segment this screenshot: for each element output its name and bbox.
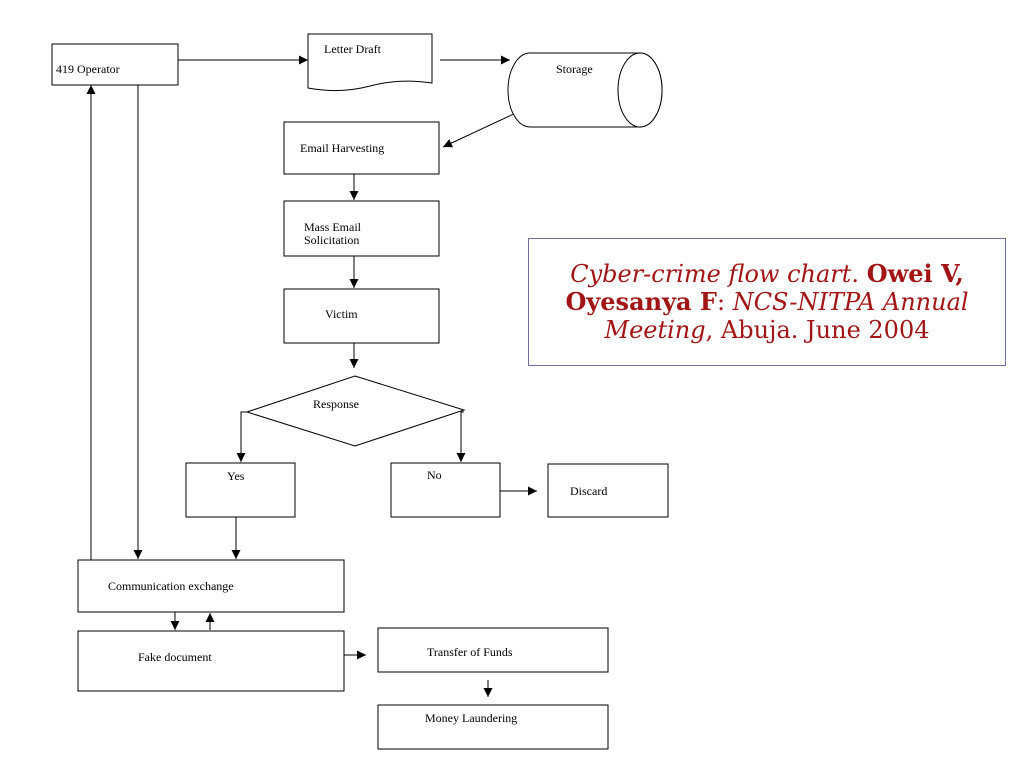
node-letter-draft-label: Letter Draft bbox=[324, 42, 382, 56]
node-transfer-of-funds: Transfer of Funds bbox=[377, 627, 609, 673]
node-yes-label: Yes bbox=[227, 469, 245, 483]
node-yes: Yes bbox=[185, 462, 296, 518]
node-storage: Storage bbox=[507, 52, 663, 128]
caption-part1: Cyber-crime flow chart bbox=[570, 260, 852, 288]
node-fake-document: Fake document bbox=[77, 630, 345, 692]
node-storage-label: Storage bbox=[556, 62, 593, 76]
node-419-operator-label: 419 Operator bbox=[56, 62, 120, 76]
node-419-operator: 419 Operator bbox=[51, 43, 179, 86]
node-email-harvesting-label: Email Harvesting bbox=[300, 141, 384, 155]
caption-authors: Owei V, Oyesanya F bbox=[565, 259, 964, 316]
node-mass-email-label-line1: Mass Email bbox=[304, 220, 362, 234]
node-response-label: Response bbox=[313, 397, 359, 411]
node-money-laundering-label: Money Laundering bbox=[425, 711, 517, 725]
node-discard: Discard bbox=[547, 463, 669, 518]
node-victim-label: Victim bbox=[325, 307, 358, 321]
node-email-harvesting: Email Harvesting bbox=[283, 121, 440, 175]
node-response-decision: Response bbox=[245, 375, 466, 447]
node-no: No bbox=[390, 462, 501, 518]
caption-part4: : bbox=[716, 288, 733, 316]
node-discard-label: Discard bbox=[570, 484, 607, 498]
caption-venue: NCS-NITPA Annual Meeting bbox=[604, 288, 969, 344]
node-no-label: No bbox=[427, 468, 442, 482]
node-fake-document-label: Fake document bbox=[138, 650, 212, 664]
node-victim: Victim bbox=[283, 288, 440, 344]
caption-location-date: , Abuja. June 2004 bbox=[705, 316, 930, 344]
citation-caption: Cyber-crime flow chart. Owei V, Oyesanya… bbox=[528, 238, 1006, 366]
caption-part2: . bbox=[851, 260, 867, 288]
node-mass-email-solicitation: Mass Email Solicitation bbox=[283, 200, 440, 257]
node-money-laundering: Money Laundering bbox=[377, 704, 609, 750]
node-communication-exchange: Communication exchange bbox=[77, 559, 345, 613]
arrow-response-to-no bbox=[456, 411, 466, 462]
node-transfer-of-funds-label: Transfer of Funds bbox=[427, 645, 513, 659]
node-mass-email-label-line2: Solicitation bbox=[304, 233, 359, 247]
node-letter-draft: Letter Draft bbox=[307, 33, 433, 92]
arrow-response-to-yes bbox=[236, 411, 247, 462]
node-communication-exchange-label: Communication exchange bbox=[108, 579, 234, 593]
